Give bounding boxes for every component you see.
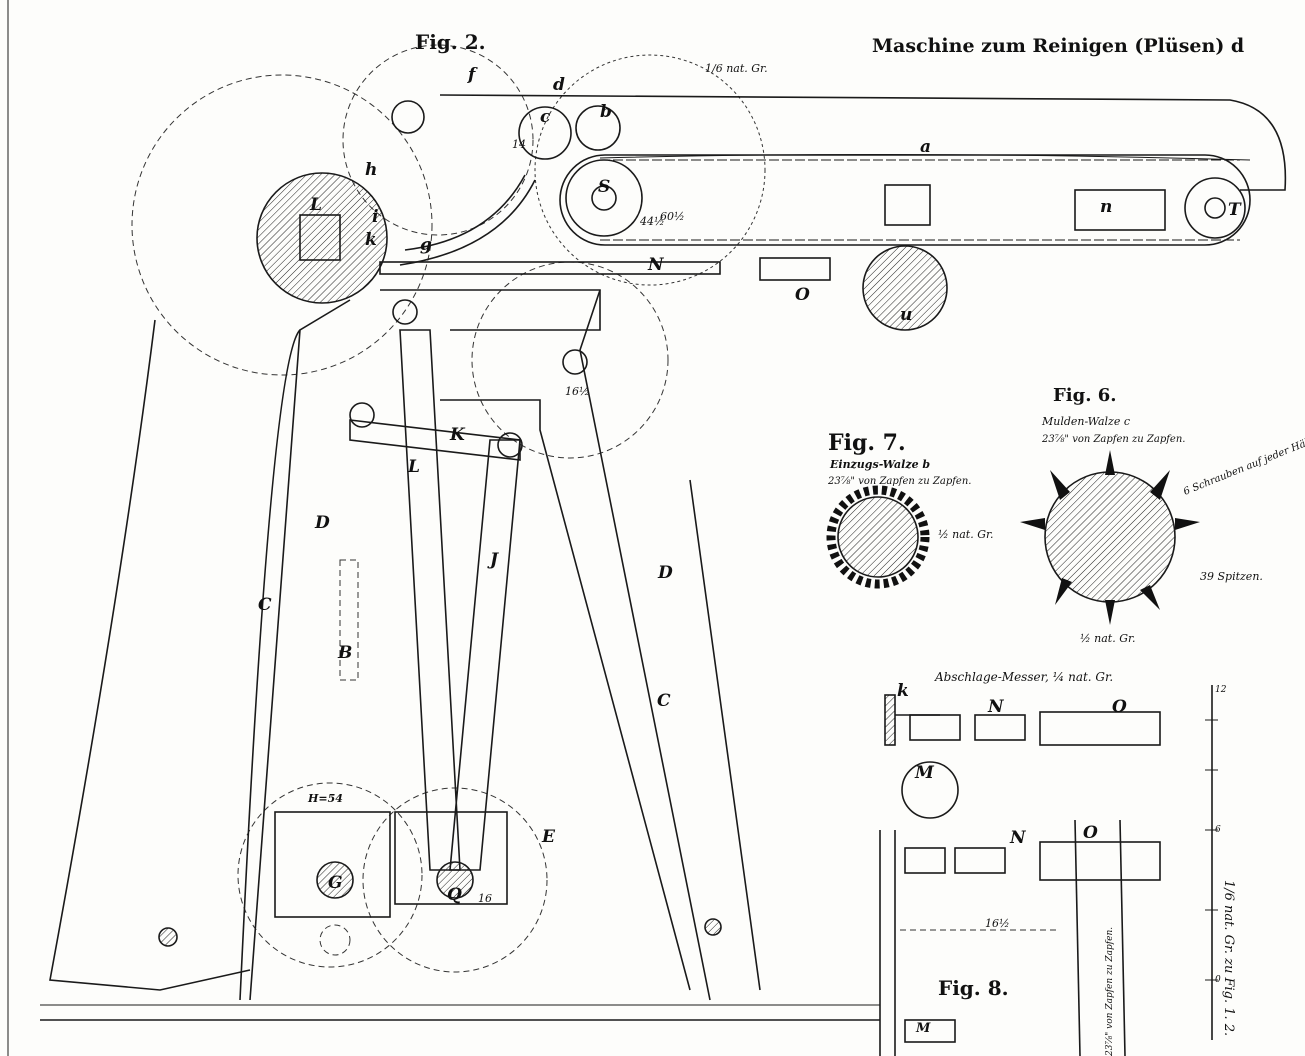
fig7-gear bbox=[826, 485, 930, 589]
knife-title: Abschlage-Messer, ¼ nat. Gr. bbox=[934, 670, 1113, 684]
part-label-J: J bbox=[487, 550, 499, 570]
part-label-Q: Q bbox=[447, 885, 462, 905]
part-label-D2: D bbox=[657, 563, 673, 583]
dim-14: 14 bbox=[512, 138, 526, 151]
part-label-S: S bbox=[598, 177, 610, 197]
fig8-label-O: O bbox=[1083, 823, 1098, 843]
part-label-c: c bbox=[540, 107, 551, 127]
fig2-label: Fig. 2. bbox=[415, 30, 486, 54]
fig8-label-M: M bbox=[915, 1021, 931, 1036]
part-label-k: k bbox=[365, 230, 377, 250]
fig8-label: Fig. 8. bbox=[938, 976, 1009, 1000]
knife-label-O: O bbox=[1112, 697, 1127, 717]
roller-c bbox=[518, 106, 572, 160]
part-label-u: u bbox=[900, 305, 912, 325]
roller-S bbox=[565, 159, 643, 237]
part-label-T: T bbox=[1228, 200, 1242, 220]
rod-N bbox=[379, 261, 721, 275]
scale-tick-0: 0 bbox=[1215, 975, 1221, 985]
knife-label-M: M bbox=[914, 763, 935, 783]
part-label-B: B bbox=[337, 643, 352, 663]
part-label-f: f bbox=[467, 65, 478, 85]
conveyor-belt bbox=[559, 154, 1251, 246]
part-label-G: G bbox=[328, 873, 343, 893]
part-label-K: K bbox=[449, 425, 466, 445]
dim-44: 44½ bbox=[639, 215, 665, 228]
part-label-h: h bbox=[365, 160, 377, 180]
fig6-name: Mulden-Walze c bbox=[1041, 415, 1130, 428]
lever-J bbox=[449, 439, 521, 871]
part-label-b: b bbox=[600, 102, 612, 122]
pulley-large-circle bbox=[131, 74, 433, 376]
fig6-spiked-roller bbox=[1020, 450, 1200, 625]
dim-16-5: 16½ bbox=[565, 385, 590, 398]
part-label-d: d bbox=[553, 75, 565, 95]
frame-C bbox=[49, 319, 761, 991]
fig6-screws: 6 Schrauben auf jeder Hälfte. bbox=[1182, 431, 1305, 498]
sheet-title: Maschine zum Reinigen (Plüsen) d bbox=[872, 35, 1244, 57]
dim-16: 16 bbox=[478, 892, 492, 905]
fig6-length: 23⅞" von Zapfen zu Zapfen. bbox=[1041, 434, 1185, 445]
part-label-L: L bbox=[407, 457, 420, 477]
knife-label-N: N bbox=[987, 697, 1005, 717]
part-label-D1: D bbox=[314, 513, 330, 533]
fig2-machine bbox=[40, 44, 1287, 1021]
part-label-g: g bbox=[420, 235, 432, 255]
scale-tick-6: 6 bbox=[1215, 825, 1221, 835]
part-label-i: i bbox=[372, 207, 378, 227]
part-label-E: E bbox=[541, 827, 556, 847]
knife-detail bbox=[884, 685, 1218, 1040]
lever-K bbox=[349, 419, 521, 461]
fig2-scale: 1/6 nat. Gr. bbox=[705, 62, 768, 75]
fig7-length: 23⅞" von Zapfen zu Zapfen. bbox=[827, 476, 971, 487]
part-label-L-roll: L bbox=[309, 195, 322, 215]
lever-L bbox=[399, 329, 461, 871]
part-label-a: a bbox=[920, 137, 931, 157]
part-label-C2: C bbox=[657, 691, 671, 711]
part-label-n: n bbox=[1100, 197, 1112, 217]
dim-H54: H=54 bbox=[307, 792, 343, 805]
knife-label-k: k bbox=[897, 681, 909, 701]
scale-tick-12: 12 bbox=[1215, 685, 1227, 695]
fig8-dim: 16½ bbox=[985, 917, 1010, 930]
fig7-label: Fig. 7. bbox=[828, 430, 906, 456]
fig8-detail bbox=[879, 819, 1161, 1056]
fig7-scale: ½ nat. Gr. bbox=[938, 528, 994, 541]
roller-T bbox=[1184, 177, 1246, 239]
rod-B bbox=[339, 559, 359, 681]
part-label-O: O bbox=[795, 285, 810, 305]
fig7-name: Einzugs-Walze b bbox=[829, 458, 930, 471]
fig8-scale-note: 1/6 nat. Gr. zu Fig. 1. 2. bbox=[1221, 880, 1236, 1036]
dim-60: 60½ bbox=[660, 210, 685, 223]
roller-b bbox=[575, 105, 621, 151]
fig6-label: Fig. 6. bbox=[1053, 385, 1117, 406]
roll-u bbox=[862, 245, 948, 331]
fig8-vertical-note: 23⅞" von Zapfen zu Zapfen. bbox=[1105, 927, 1115, 1056]
fig6-spikes: 39 Spitzen. bbox=[1200, 570, 1263, 583]
fig6-scale: ½ nat. Gr. bbox=[1080, 632, 1136, 645]
part-label-N: N bbox=[647, 255, 665, 275]
roll-L bbox=[256, 172, 388, 304]
fig8-label-N: N bbox=[1009, 828, 1027, 848]
part-label-C1: C bbox=[258, 595, 272, 615]
